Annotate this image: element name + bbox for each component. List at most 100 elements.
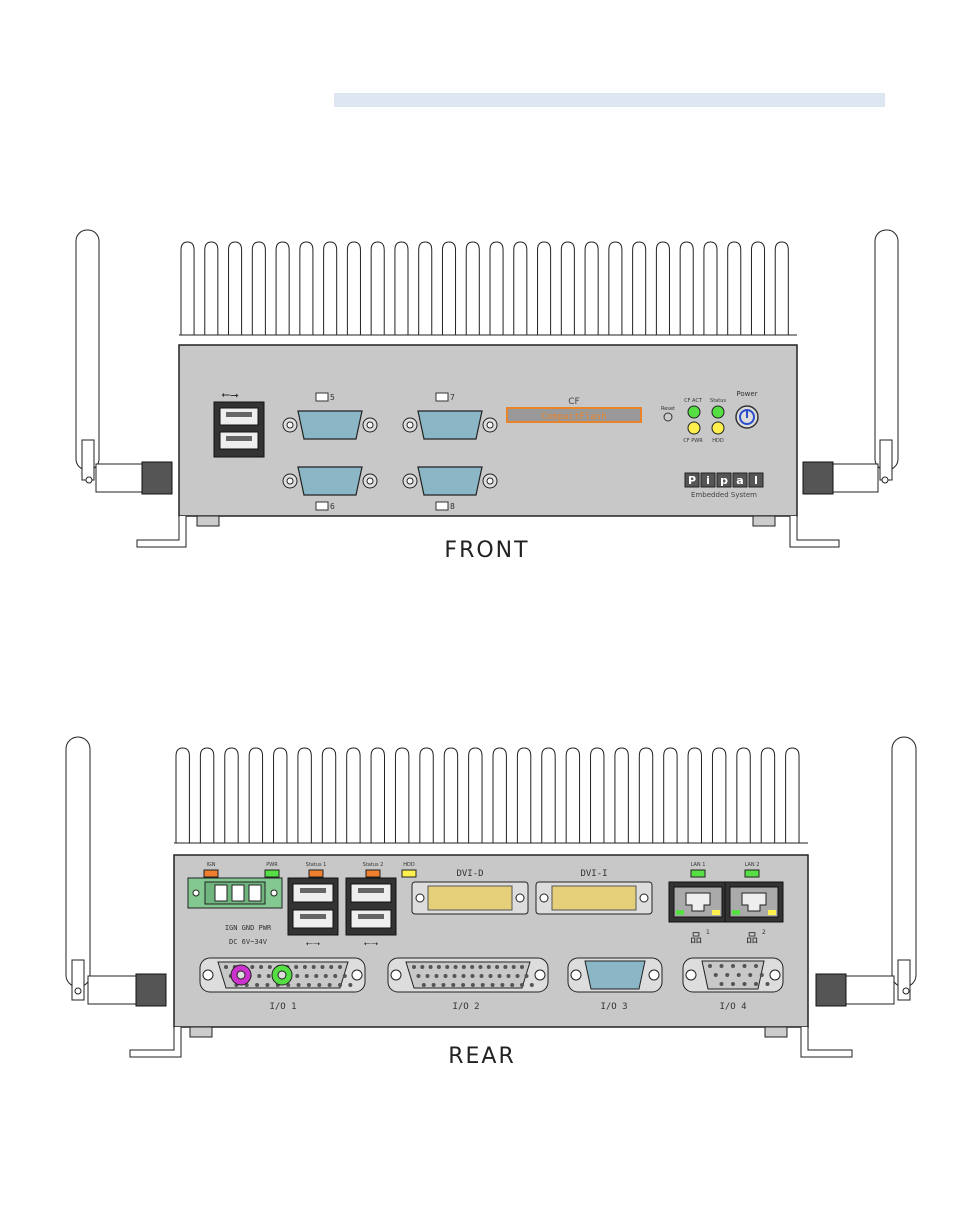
usb-ports-front[interactable]: ⭠⭢ (213, 388, 265, 458)
connector-pin (304, 974, 309, 978)
connector-pin (731, 982, 735, 986)
mount-bracket-right (752, 515, 840, 548)
led-label-hdd: HDD (712, 438, 724, 444)
dvi-i-label: DVI-I (580, 869, 607, 879)
led-lan-1 (690, 869, 706, 878)
dvi-d-port[interactable] (411, 881, 529, 915)
heatsink-fin (228, 241, 243, 335)
led-pwr (264, 869, 280, 878)
heatsink-fin (370, 241, 385, 335)
compactflash-text: CompactFlash (541, 412, 606, 422)
power-voltage-range: DC 6V~34V (229, 938, 268, 946)
heatsink-fin (323, 241, 338, 335)
brand-letter: p (720, 474, 728, 487)
heatsink-fin (248, 747, 264, 843)
network-icon: 品 (746, 931, 758, 945)
brand-letter: l (754, 474, 758, 487)
connector-pin (425, 974, 430, 978)
com-port-8[interactable] (402, 466, 498, 496)
dvi-d-label: DVI-D (456, 869, 483, 879)
connector-pin (719, 982, 724, 986)
compactflash-slot[interactable] (506, 407, 642, 423)
reset-button[interactable] (663, 412, 673, 422)
heatsink-fin (468, 747, 483, 843)
connector-pin (754, 982, 758, 986)
connector-pin (329, 965, 334, 969)
connector-pin (461, 983, 466, 987)
connector-pin (511, 965, 516, 969)
connector-pin (765, 982, 770, 986)
io-1-connector[interactable] (199, 957, 366, 993)
connector-pin (412, 965, 416, 969)
io-3-connector[interactable] (567, 957, 663, 993)
com-7-label: 7 (450, 393, 455, 402)
led-status (711, 405, 725, 419)
connector-pin (302, 965, 307, 969)
heatsink-fin (443, 747, 459, 843)
brand-letter-box (748, 472, 764, 488)
connector-pin (708, 964, 712, 968)
heatsink-fin (663, 747, 678, 843)
usb-stack-2[interactable] (345, 877, 397, 936)
rear-caption: REAR (448, 1044, 516, 1069)
connector-pin (259, 965, 264, 969)
com-6-label: 6 (330, 502, 335, 511)
usb-stack-1[interactable] (287, 877, 339, 936)
connector-pin (420, 965, 425, 969)
led-cf-pwr (687, 421, 701, 435)
connector-pin (524, 974, 529, 978)
mount-bracket-right-rear (764, 1026, 853, 1058)
mount-bracket-left-rear (129, 1026, 213, 1058)
connector-pin (713, 973, 718, 977)
connector-pin (490, 983, 495, 987)
connector-pin (461, 965, 466, 969)
usb-icon: ⭠⭢ (306, 939, 320, 949)
connector-pin (510, 983, 515, 987)
io-4-connector[interactable] (682, 957, 784, 993)
connector-pin (742, 982, 747, 986)
heatsink-fin (516, 747, 532, 843)
connector-pin (497, 974, 502, 978)
dvi-i-port[interactable] (535, 881, 653, 915)
heatsink-fin (560, 241, 575, 335)
power-pin-labels: IGN GND PWR (225, 924, 272, 932)
connector-pin (443, 974, 448, 978)
power-terminal-block[interactable] (187, 877, 283, 909)
connector-pin (742, 964, 747, 968)
connector-pin (338, 983, 342, 987)
connector-pin (416, 974, 421, 978)
heatsink-fin (608, 241, 623, 335)
com-port-6[interactable] (282, 466, 378, 496)
connector-pin (480, 983, 485, 987)
network-icon: 品 (690, 931, 702, 945)
led-status-2 (365, 869, 381, 878)
brand-letter: i (706, 474, 710, 487)
brand-letter-box (732, 472, 748, 488)
brand-subtitle: Embedded System (691, 491, 757, 499)
connector-pin (736, 973, 741, 977)
led-label-status: Status (710, 398, 726, 404)
led-label-hdd: HDD (403, 862, 415, 868)
connector-pin (759, 973, 764, 977)
io-2-connector[interactable] (387, 957, 549, 993)
lan-port-1[interactable] (668, 881, 728, 923)
heatsink-fin (785, 747, 800, 843)
lan-port-2[interactable] (724, 881, 784, 923)
heatsink-fin (299, 241, 314, 335)
connector-pin (529, 983, 534, 987)
connector-pin (257, 974, 262, 978)
connector-pin (333, 974, 338, 978)
com-port-5[interactable] (282, 410, 378, 440)
connector-pin (320, 965, 325, 969)
connector-pin (431, 983, 436, 987)
connector-pin (754, 964, 758, 968)
power-button[interactable] (735, 405, 759, 429)
heatsink-fin (275, 241, 290, 335)
heatsink-fin (346, 747, 361, 843)
com-port-7[interactable] (402, 410, 498, 440)
connector-pin (453, 965, 458, 969)
led-label-lan-2: LAN 2 (745, 862, 760, 868)
antenna-right (802, 229, 899, 495)
heatsink-fin (180, 241, 195, 335)
connector-pin (452, 974, 457, 978)
